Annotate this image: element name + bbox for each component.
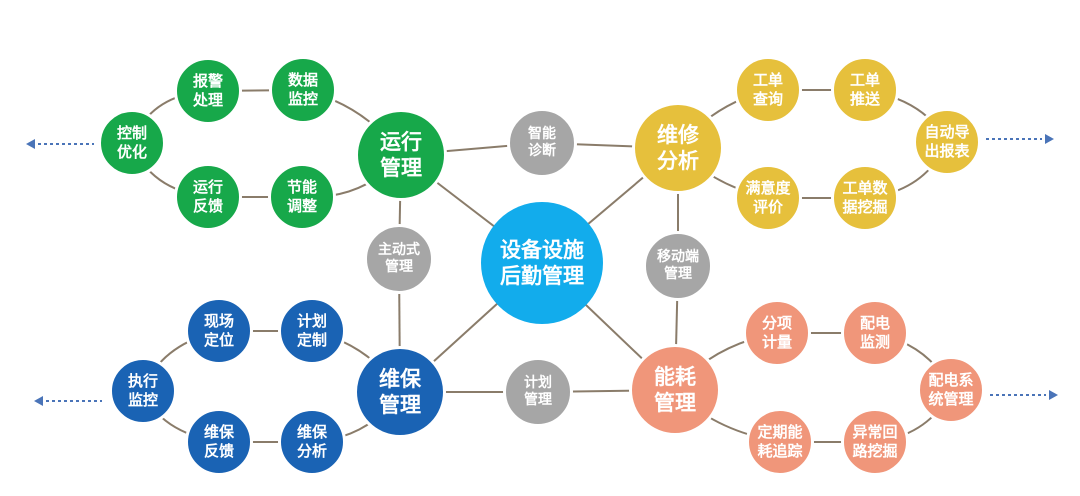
ops-alarm[interactable]: 报警处理 <box>174 57 242 125</box>
hub-energy-label: 能耗管理 <box>654 364 696 415</box>
ops-tuning-label: 节能调整 <box>286 178 317 215</box>
repair-query-label: 工单查询 <box>752 71 783 108</box>
ops-alarm-label: 报警处理 <box>192 72 223 109</box>
maint-execute-label: 执行监控 <box>127 372 158 409</box>
ops-feedback-label: 运行反馈 <box>192 178 223 215</box>
repair-push-label: 工单推送 <box>849 71 880 108</box>
mid-diagnosis[interactable]: 智能诊断 <box>507 108 577 178</box>
ops-tuning[interactable]: 节能调整 <box>268 163 336 231</box>
arrow-right-top-icon <box>986 134 1054 144</box>
maint-analysis[interactable]: 维保分析 <box>278 408 346 476</box>
mid-plan[interactable]: 计划管理 <box>503 357 573 427</box>
energy-submeter-label: 分项计量 <box>761 314 792 351</box>
mid-diagnosis-label: 智能诊断 <box>528 125 556 160</box>
energy-loopmining[interactable]: 异常回路挖掘 <box>841 408 909 476</box>
mid-mobile[interactable]: 移动端管理 <box>643 231 713 301</box>
center-node[interactable]: 设备设施后勤管理 <box>481 202 603 324</box>
hub-ops[interactable]: 运行管理 <box>355 109 447 201</box>
energy-powersys-label: 配电系统管理 <box>928 371 974 408</box>
hub-energy[interactable]: 能耗管理 <box>629 344 721 436</box>
hub-repair-label: 维修分析 <box>657 122 699 173</box>
ops-feedback[interactable]: 运行反馈 <box>174 163 242 231</box>
energy-powermon-label: 配电监测 <box>859 314 890 351</box>
ops-control-label: 控制优化 <box>116 124 147 161</box>
repair-query[interactable]: 工单查询 <box>734 56 802 124</box>
maint-feedback-label: 维保反馈 <box>203 423 234 460</box>
energy-powermon[interactable]: 配电监测 <box>841 299 909 367</box>
arrow-right-bottom-icon <box>990 390 1058 400</box>
energy-submeter[interactable]: 分项计量 <box>743 299 811 367</box>
maint-feedback[interactable]: 维保反馈 <box>185 408 253 476</box>
maint-locate-label: 现场定位 <box>203 312 234 349</box>
maint-analysis-label: 维保分析 <box>296 423 327 460</box>
mid-proactive-label: 主动式管理 <box>378 241 420 276</box>
energy-powersys[interactable]: 配电系统管理 <box>917 356 985 424</box>
repair-report-label: 自动导出报表 <box>924 123 970 160</box>
hub-repair[interactable]: 维修分析 <box>632 102 724 194</box>
maint-locate[interactable]: 现场定位 <box>185 297 253 365</box>
energy-loopmining-label: 异常回路挖掘 <box>852 423 898 460</box>
center-label: 设备设施后勤管理 <box>500 237 584 288</box>
repair-push[interactable]: 工单推送 <box>831 56 899 124</box>
hub-maint-label: 维保管理 <box>379 366 421 417</box>
repair-satisfaction-label: 满意度评价 <box>745 179 791 216</box>
energy-periodic-label: 定期能耗追踪 <box>757 423 803 460</box>
maint-execute[interactable]: 执行监控 <box>109 357 177 425</box>
mid-mobile-label: 移动端管理 <box>657 248 699 283</box>
hub-maint[interactable]: 维保管理 <box>354 346 446 438</box>
ops-control[interactable]: 控制优化 <box>98 109 166 177</box>
arrow-left-bottom-icon <box>34 396 102 406</box>
ops-monitor-label: 数据监控 <box>287 71 318 108</box>
repair-report[interactable]: 自动导出报表 <box>913 108 981 176</box>
repair-mining[interactable]: 工单数据挖掘 <box>831 164 899 232</box>
repair-satisfaction[interactable]: 满意度评价 <box>734 164 802 232</box>
maint-planmake[interactable]: 计划定制 <box>278 297 346 365</box>
mid-proactive[interactable]: 主动式管理 <box>364 224 434 294</box>
energy-periodic[interactable]: 定期能耗追踪 <box>746 408 814 476</box>
hub-ops-label: 运行管理 <box>380 129 422 180</box>
maint-planmake-label: 计划定制 <box>296 312 327 349</box>
ops-monitor[interactable]: 数据监控 <box>269 56 337 124</box>
repair-mining-label: 工单数据挖掘 <box>842 179 888 216</box>
arrow-left-top-icon <box>26 139 94 149</box>
mid-plan-label: 计划管理 <box>524 374 552 409</box>
